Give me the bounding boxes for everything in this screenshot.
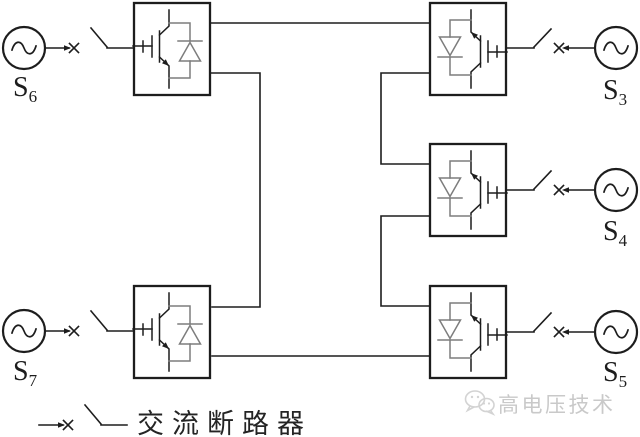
legend: 交流断路器 (38, 404, 312, 437)
ac-source-s4 (593, 167, 639, 213)
legend-breaker-symbol (38, 404, 128, 431)
source-label-s3: S3 (603, 75, 627, 109)
dc-line-right-upper (380, 72, 430, 165)
ac-source-s6 (1, 25, 47, 71)
dc-line-left-vertical (210, 72, 261, 308)
breaker-s5 (506, 312, 596, 338)
converter-top-left (131, 1, 212, 97)
converter-bottom-right (428, 284, 509, 380)
source-label-s5: S5 (603, 357, 627, 391)
dc-line-right-lower (380, 215, 430, 307)
breaker-s6 (44, 27, 134, 54)
source-label-s4: S4 (603, 216, 628, 250)
breaker-s7 (44, 310, 134, 337)
source-label-s6: S6 (13, 72, 37, 106)
source-label-s7: S7 (13, 356, 38, 390)
breaker-s4 (506, 170, 596, 196)
breaker-s3 (506, 28, 596, 54)
watermark: 高电压技术 (464, 390, 616, 417)
watermark-text: 高电压技术 (498, 394, 616, 417)
converter-bottom-left (131, 284, 212, 380)
ac-source-s3 (593, 25, 639, 71)
legend-label: 交流断路器 (137, 409, 312, 437)
ac-source-s5 (593, 309, 639, 355)
dc-wiring (210, 22, 430, 357)
converter-middle-right (428, 142, 509, 238)
converter-top-right (428, 1, 509, 97)
ac-source-s7 (1, 308, 47, 354)
wechat-icon (464, 390, 496, 416)
